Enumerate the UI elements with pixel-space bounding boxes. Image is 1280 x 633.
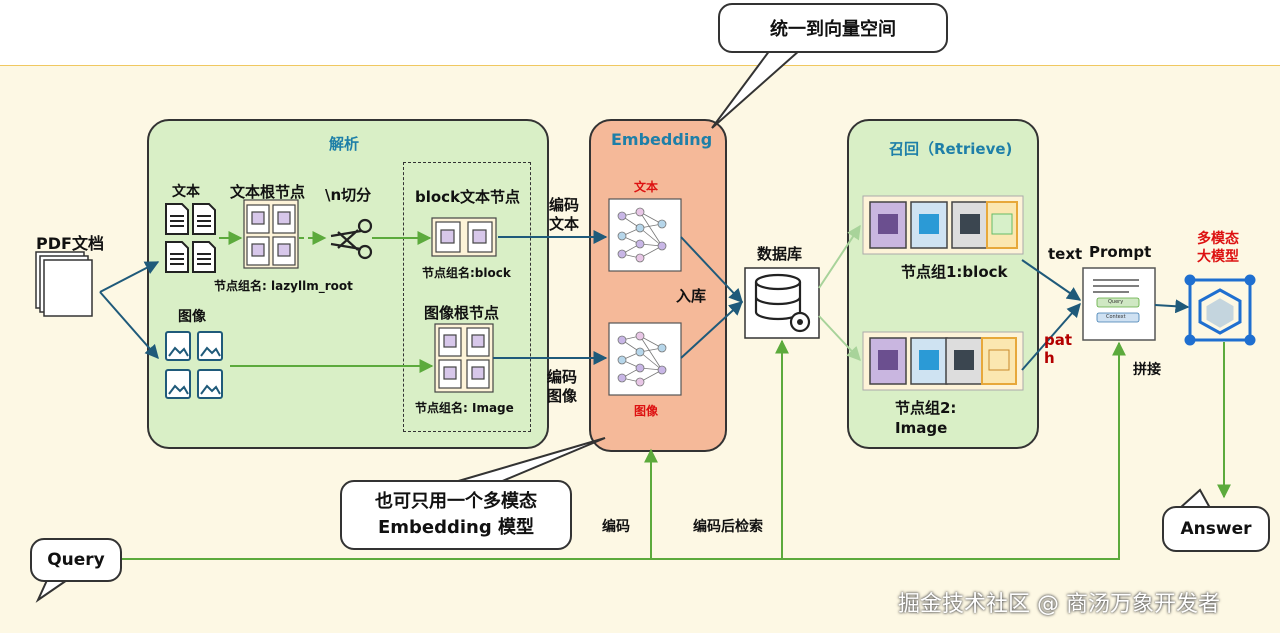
watermark: 掘金技术社区 @ 商汤万象开发者 [898,592,1220,617]
prompt-query-chip: Query [1108,299,1124,305]
pdf-document-icon [35,251,93,317]
node-group-1-images [862,195,1024,255]
answer-bubble-tail [1179,488,1211,509]
block-node-grid [431,217,497,257]
pdf-label: PDF文档 [36,234,104,253]
encode-image-label: 编码 图像 [547,368,578,405]
image-embedding-network [608,322,682,396]
retrieve-title: 召回（Retrieve) [889,140,1013,158]
embedding-image-label: 图像 [634,404,659,418]
group-image-label: 节点组名: Image [415,401,514,415]
single-embedding-text: 也可只用一个多模态 Embedding 模型 [375,491,537,538]
node-group-1-label: 节点组1:block [901,263,1008,281]
block-node-region [403,162,531,432]
query-bubble-tail [35,577,71,603]
text-document-icons [165,203,216,273]
query-bubble: Query [30,538,122,582]
text-root-node-label: 文本根节点 [230,183,306,201]
text-embedding-network [608,198,682,272]
parse-title: 解析 [329,135,360,153]
block-node-label: block文本节点 [415,188,521,206]
query-text: Query [47,550,105,570]
group-block-label: 节点组名:block [422,266,511,280]
concat-label: 拼接 [1133,362,1161,378]
encode-label: 编码 [602,519,630,535]
scissors-icon [330,218,373,260]
encode-text-label: 编码 文本 [549,196,580,233]
node-group-2-label: 节点组2: Image [895,399,957,437]
database-label: 数据库 [757,245,803,263]
text-root-node-grid [243,199,299,269]
prompt-context-chip: Context [1106,314,1126,320]
retrieve-panel [847,119,1039,449]
prompt-document-icon [1082,267,1156,341]
encode-retrieve-label: 编码后检索 [693,519,763,535]
image-root-node-label: 图像根节点 [424,304,500,322]
image-root-node-grid [434,323,494,393]
node-group-2-images [862,331,1024,391]
split-label: \n切分 [325,186,372,204]
multimodal-llm-label: 多模态 大模型 [1197,231,1239,265]
image-label: 图像 [178,309,206,325]
top-callout-tail [711,49,801,129]
multimodal-model-icon [1184,274,1256,346]
answer-text: Answer [1180,519,1252,539]
database-icon [744,267,820,339]
unify-vector-space-text: 统一到向量空间 [770,19,896,40]
text-edge-label: text [1048,245,1083,263]
ingest-label: 入库 [676,287,707,305]
path-edge-label: pat h [1044,331,1073,367]
image-document-icons [165,331,223,399]
prompt-title: Prompt [1089,243,1152,261]
embedding-title: Embedding [611,130,713,149]
text-label: 文本 [172,184,200,200]
single-embedding-callout: 也可只用一个多模态 Embedding 模型 [340,480,572,550]
embedding-text-label: 文本 [634,180,659,194]
unify-vector-space-callout: 统一到向量空间 [718,3,948,53]
group-lazyllm-label: 节点组名: lazyllm_root [214,279,353,293]
bottom-callout-tail [454,437,606,483]
answer-bubble: Answer [1162,506,1270,552]
